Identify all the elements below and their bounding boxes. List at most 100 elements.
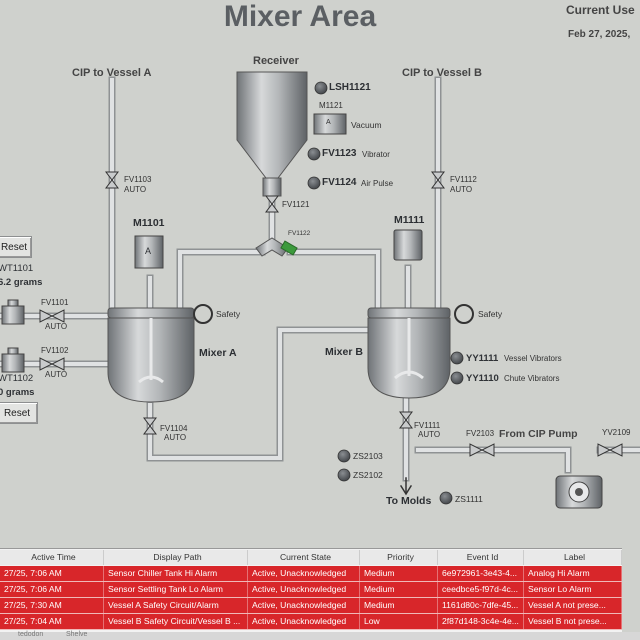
fv1101-label: FV1101 [41,298,69,307]
cell-label: Vessel B not prese... [524,614,622,629]
alarm-row[interactable]: 27/25, 7:06 AM Sensor Settling Tank Lo A… [0,582,622,598]
cell-current-state: Active, Unacknowledged [248,566,360,581]
m1101-glyph: A [145,246,152,256]
cell-event-id: ceedbce5-f97d-4c... [438,582,524,597]
fv1121-label: FV1121 [282,200,310,209]
mixer-b-label: Mixer B [325,346,363,358]
mixer-a-vessel[interactable] [107,235,195,403]
cell-label: Vessel A not prese... [524,598,622,613]
weigh-scales [1,299,25,373]
shelve-button[interactable]: Shelve [66,631,88,638]
wt1102-label: WT1102 [0,373,34,384]
alarm-table[interactable]: Active Time Display Path Current State P… [0,548,622,633]
wt1102-value: 0 grams [0,387,35,398]
cip-vessel-b-label: CIP to Vessel B [402,67,482,79]
cell-priority: Medium [360,582,438,597]
fv2103-label: FV2103 [466,429,495,438]
fv1103-label: FV1103 [124,175,152,184]
cell-label: Sensor Lo Alarm [524,582,622,597]
cell-display-path: Vessel A Safety Circuit/Alarm [104,598,248,613]
chute-vibrators-label: Chute Vibrators [504,374,560,383]
col-active-time[interactable]: Active Time [0,550,104,565]
yv2109-label: YV2109 [602,428,631,437]
mixer-b-vessel[interactable] [367,229,451,399]
safety-b-label: Safety [478,309,503,319]
cell-priority: Low [360,614,438,629]
fv1104-mode: AUTO [164,433,187,442]
fv1101-mode: AUTO [45,322,68,331]
valves [39,171,623,457]
air-pulse-label: Air Pulse [361,179,394,188]
lsh1121-label: LSH1121 [329,82,371,93]
fv1103-mode: AUTO [124,185,147,194]
fv1112-mode: AUTO [450,185,473,194]
y-junction [255,237,298,257]
cell-display-path: Sensor Settling Tank Lo Alarm [104,582,248,597]
fv1124-label: FV1124 [322,177,357,188]
page-title: Mixer Area [223,0,377,33]
cell-priority: Medium [360,598,438,613]
col-priority[interactable]: Priority [360,550,438,565]
m1121-label: M1121 [319,101,343,110]
cip-vessel-a-label: CIP to Vessel A [72,67,152,79]
statusbar-left[interactable]: tedodon [18,631,44,638]
wt1101-label: WT1101 [0,263,34,274]
m1121-glyph: A [326,119,331,126]
to-molds-label: To Molds [386,495,432,507]
fv1104-label: FV1104 [160,424,188,433]
receiver-hopper[interactable] [236,71,308,197]
cell-active-time: 27/25, 7:06 AM [0,566,104,581]
receiver-label: Receiver [253,55,299,67]
zs2102-label: ZS2102 [353,470,383,480]
zs1111-label: ZS1111 [455,494,483,504]
alarm-row[interactable]: 27/25, 7:06 AM Sensor Chiller Tank Hi Al… [0,566,622,582]
alarm-row[interactable]: 27/25, 7:30 AM Vessel A Safety Circuit/A… [0,598,622,614]
reset-button-top[interactable]: Reset [0,236,32,258]
cell-label: Analog Hi Alarm [524,566,622,581]
from-cip-pump-label: From CIP Pump [499,428,578,440]
cell-current-state: Active, Unacknowledged [248,614,360,629]
vacuum-motor[interactable] [313,113,347,135]
reset-button-bottom[interactable]: Reset [0,402,38,424]
piping [0,76,640,496]
cell-current-state: Active, Unacknowledged [248,582,360,597]
col-display-path[interactable]: Display Path [104,550,248,565]
zs2103-label: ZS2103 [353,451,383,461]
fv1123-label: FV1123 [322,148,357,159]
vibrator-label: Vibrator [362,150,390,159]
fv1111-mode: AUTO [418,430,441,439]
mixer-a-label: Mixer A [199,347,237,359]
vessel-vibrators-label: Vessel Vibrators [504,354,562,363]
status-bar: tedodon Shelve [0,631,640,640]
cell-priority: Medium [360,566,438,581]
date-display: Feb 27, 2025, [568,29,631,40]
status-indicators[interactable] [193,81,474,505]
col-current-state[interactable]: Current State [248,550,360,565]
cell-display-path: Vessel B Safety Circuit/Vessel B ... [104,614,248,629]
wt1101-value: 6.2 grams [0,277,43,288]
cell-event-id: 1161d80c-7dfe-45... [438,598,524,613]
vacuum-label: Vacuum [351,120,382,130]
m1101-label: M1101 [133,217,165,229]
cell-event-id: 2f87d148-3c4e-4e... [438,614,524,629]
safety-a-label: Safety [216,309,241,319]
fv1122-label: FV1122 [288,230,311,237]
alarm-row[interactable]: 27/25, 7:04 AM Vessel B Safety Circuit/V… [0,614,622,630]
m1111-label: M1111 [394,214,425,226]
fv1111-label: FV1111 [414,421,441,430]
fv1102-label: FV1102 [41,346,69,355]
cell-display-path: Sensor Chiller Tank Hi Alarm [104,566,248,581]
cip-pump[interactable] [555,475,603,509]
cell-event-id: 6e972961-3e43-4... [438,566,524,581]
yy1111-label: YY1111 [466,353,499,364]
alarm-table-header: Active Time Display Path Current State P… [0,550,622,565]
cell-active-time: 27/25, 7:04 AM [0,614,104,629]
cell-active-time: 27/25, 7:30 AM [0,598,104,613]
yy1110-label: YY1110 [466,373,499,384]
col-event-id[interactable]: Event Id [438,550,524,565]
fv1112-label: FV1112 [450,175,477,184]
cell-current-state: Active, Unacknowledged [248,598,360,613]
cell-active-time: 27/25, 7:06 AM [0,582,104,597]
col-label[interactable]: Label [524,550,622,565]
